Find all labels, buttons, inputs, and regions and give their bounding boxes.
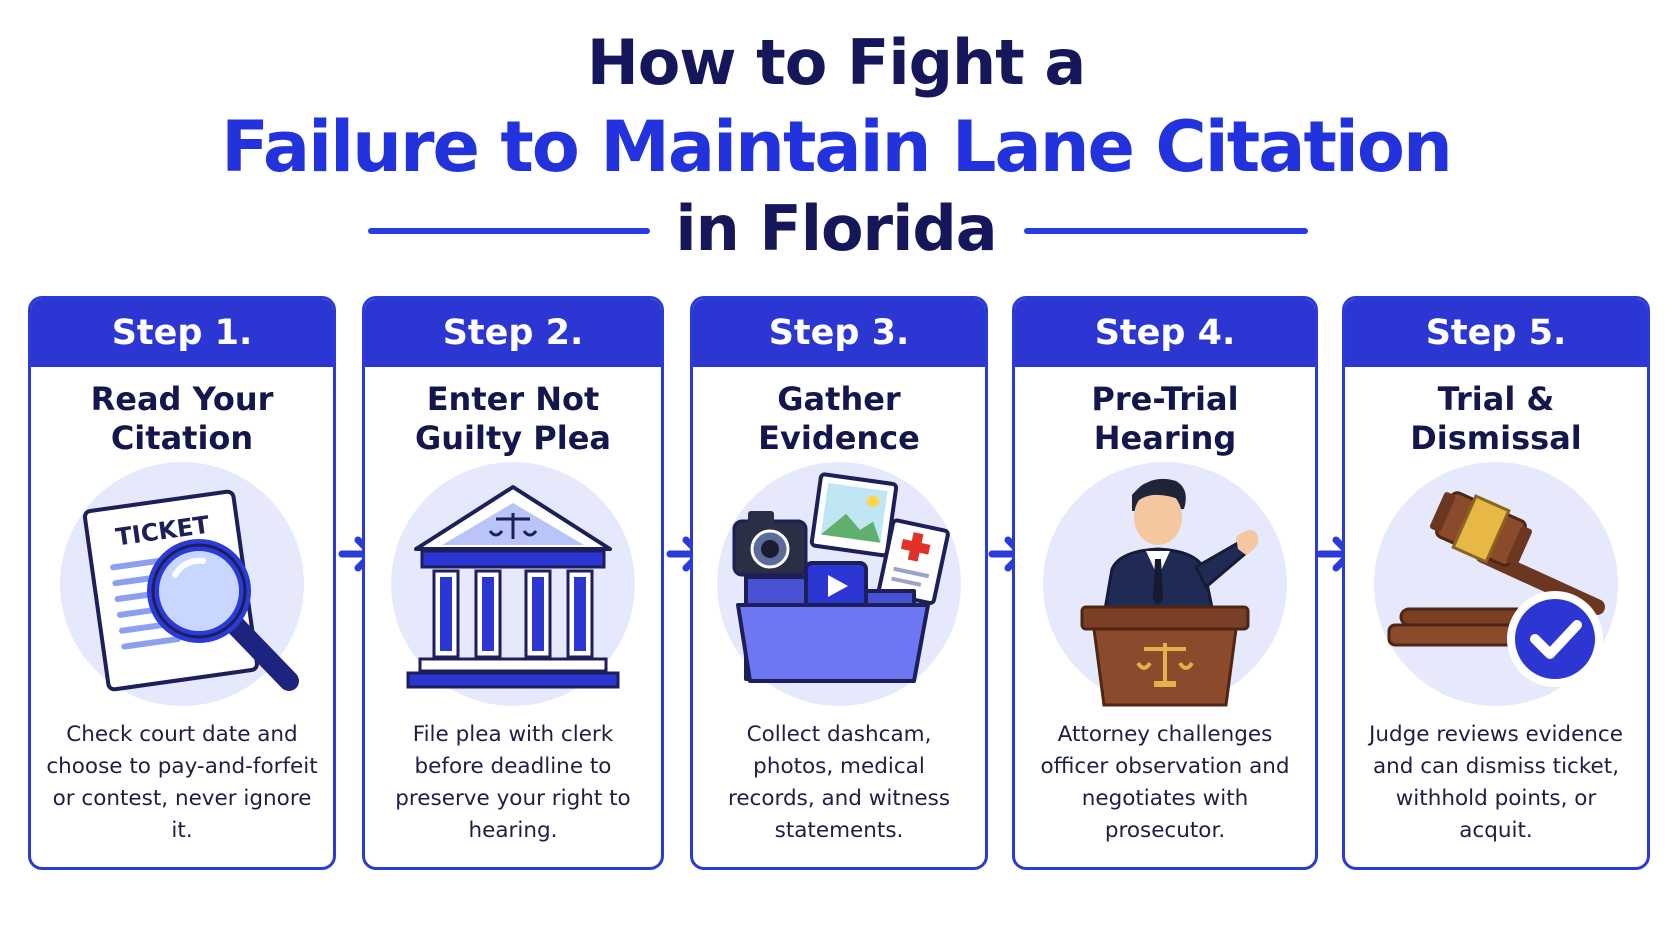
- attorney-podium-icon: [1015, 459, 1315, 709]
- step-description: Check court date and choose to pay-and-f…: [46, 722, 318, 843]
- step-description: Collect dashcam, photos, medical records…: [727, 722, 951, 843]
- step-label: Step 5.: [1345, 299, 1647, 367]
- step-card-3: Step 3. Gather Evidence: [690, 296, 988, 870]
- step-title: Trial & Dismissal: [1410, 380, 1582, 457]
- gavel-check-icon: [1345, 459, 1647, 709]
- title-line-3: in Florida: [675, 192, 997, 265]
- step-title: Pre-Trial Hearing: [1091, 380, 1239, 457]
- step-description: Judge reviews evidence and can dismiss t…: [1369, 722, 1623, 843]
- step-description: File plea with clerk before deadline to …: [395, 722, 631, 843]
- step-card-1: Step 1. Read Your Citation TICKET Check …: [28, 296, 336, 870]
- ticket-magnifier-icon: TICKET: [31, 459, 333, 709]
- step-title: Read Your Citation: [90, 380, 274, 457]
- step-card-4: Step 4. Pre-Trial Hearing Attorne: [1012, 296, 1318, 870]
- step-card-5: Step 5. Trial & Dismissal Judge reviews …: [1342, 296, 1650, 870]
- title-divider-left: [368, 228, 650, 234]
- step-description: Attorney challenges officer observation …: [1040, 722, 1290, 843]
- courthouse-icon: [365, 459, 661, 709]
- step-title: Gather Evidence: [758, 380, 920, 457]
- title-line-2: Failure to Maintain Lane Citation: [221, 106, 1453, 188]
- step-label: Step 3.: [693, 299, 985, 367]
- title-line-1: How to Fight a: [586, 26, 1086, 99]
- title-divider-right: [1024, 228, 1308, 234]
- evidence-folder-icon: [693, 459, 985, 709]
- step-card-2: Step 2. Enter Not Guilty Plea File plea …: [362, 296, 664, 870]
- step-label: Step 2.: [365, 299, 661, 367]
- step-label: Step 4.: [1015, 299, 1315, 367]
- step-label: Step 1.: [31, 299, 333, 367]
- step-title: Enter Not Guilty Plea: [415, 380, 611, 457]
